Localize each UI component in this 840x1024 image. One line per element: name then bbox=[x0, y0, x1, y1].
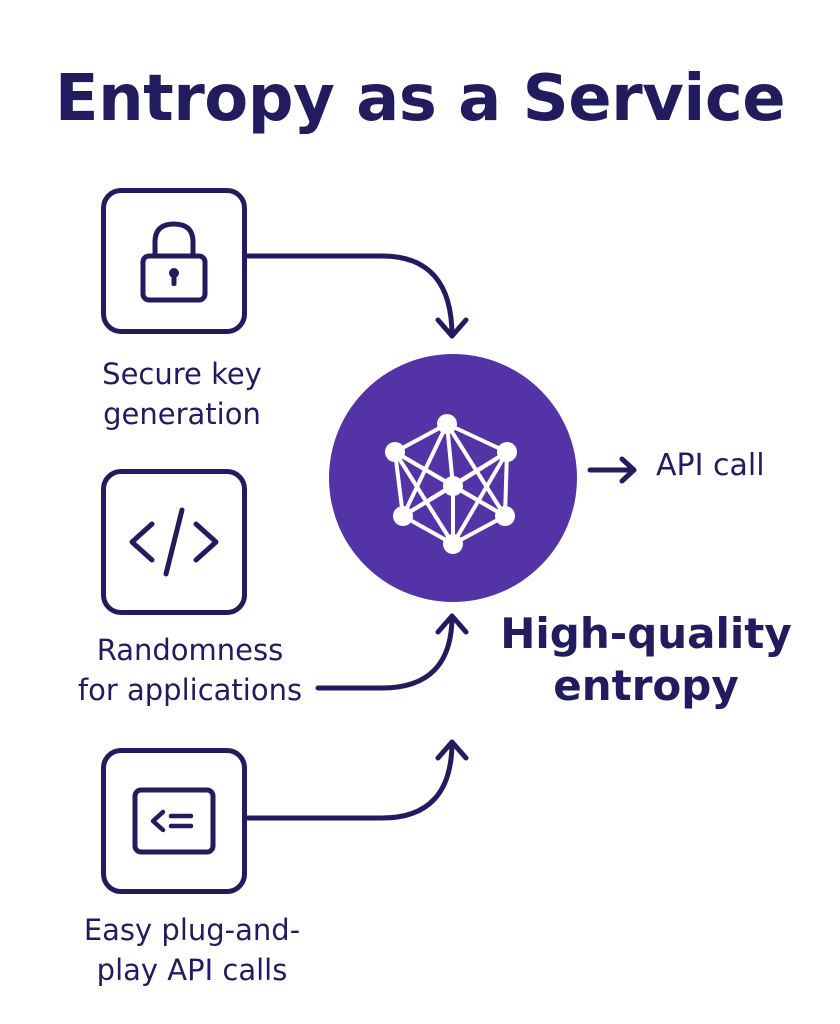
diagram-title: Entropy as a Service bbox=[54, 62, 786, 136]
api-calls-caption: Easy plug-and- play API calls bbox=[62, 910, 322, 990]
arrowhead-lock-to-hub bbox=[435, 317, 469, 339]
arrow-terminal-to-hub bbox=[245, 739, 455, 821]
arrowhead-code-to-hub bbox=[435, 613, 469, 635]
result-label-line2: entropy bbox=[553, 661, 739, 710]
arrowhead-hub-to-api bbox=[619, 456, 637, 484]
api-calls-box bbox=[101, 748, 247, 894]
result-label: High-quality entropy bbox=[482, 608, 810, 712]
api-calls-caption-line1: Easy plug-and- bbox=[83, 913, 301, 947]
arrowhead-terminal-to-hub bbox=[435, 739, 469, 761]
arrow-code-to-hub bbox=[315, 613, 455, 691]
lock-icon bbox=[140, 221, 208, 303]
code-icon bbox=[129, 507, 219, 577]
result-label-line1: High-quality bbox=[500, 609, 792, 658]
randomness-caption-line2: for applications bbox=[77, 673, 303, 707]
network-graph-icon bbox=[385, 414, 517, 554]
secure-key-caption-line1: Secure key bbox=[102, 357, 262, 391]
secure-key-caption-line2: generation bbox=[103, 397, 261, 431]
terminal-icon bbox=[132, 787, 216, 855]
arrow-lock-to-hub bbox=[245, 253, 455, 339]
randomness-caption-line1: Randomness bbox=[96, 633, 284, 667]
entropy-hub bbox=[329, 354, 577, 602]
secure-key-box bbox=[101, 188, 247, 334]
api-calls-caption-line2: play API calls bbox=[96, 953, 288, 987]
api-call-label: API call bbox=[656, 448, 765, 483]
randomness-box bbox=[101, 469, 247, 615]
randomness-caption: Randomness for applications bbox=[60, 630, 320, 710]
secure-key-caption: Secure key generation bbox=[62, 354, 302, 434]
